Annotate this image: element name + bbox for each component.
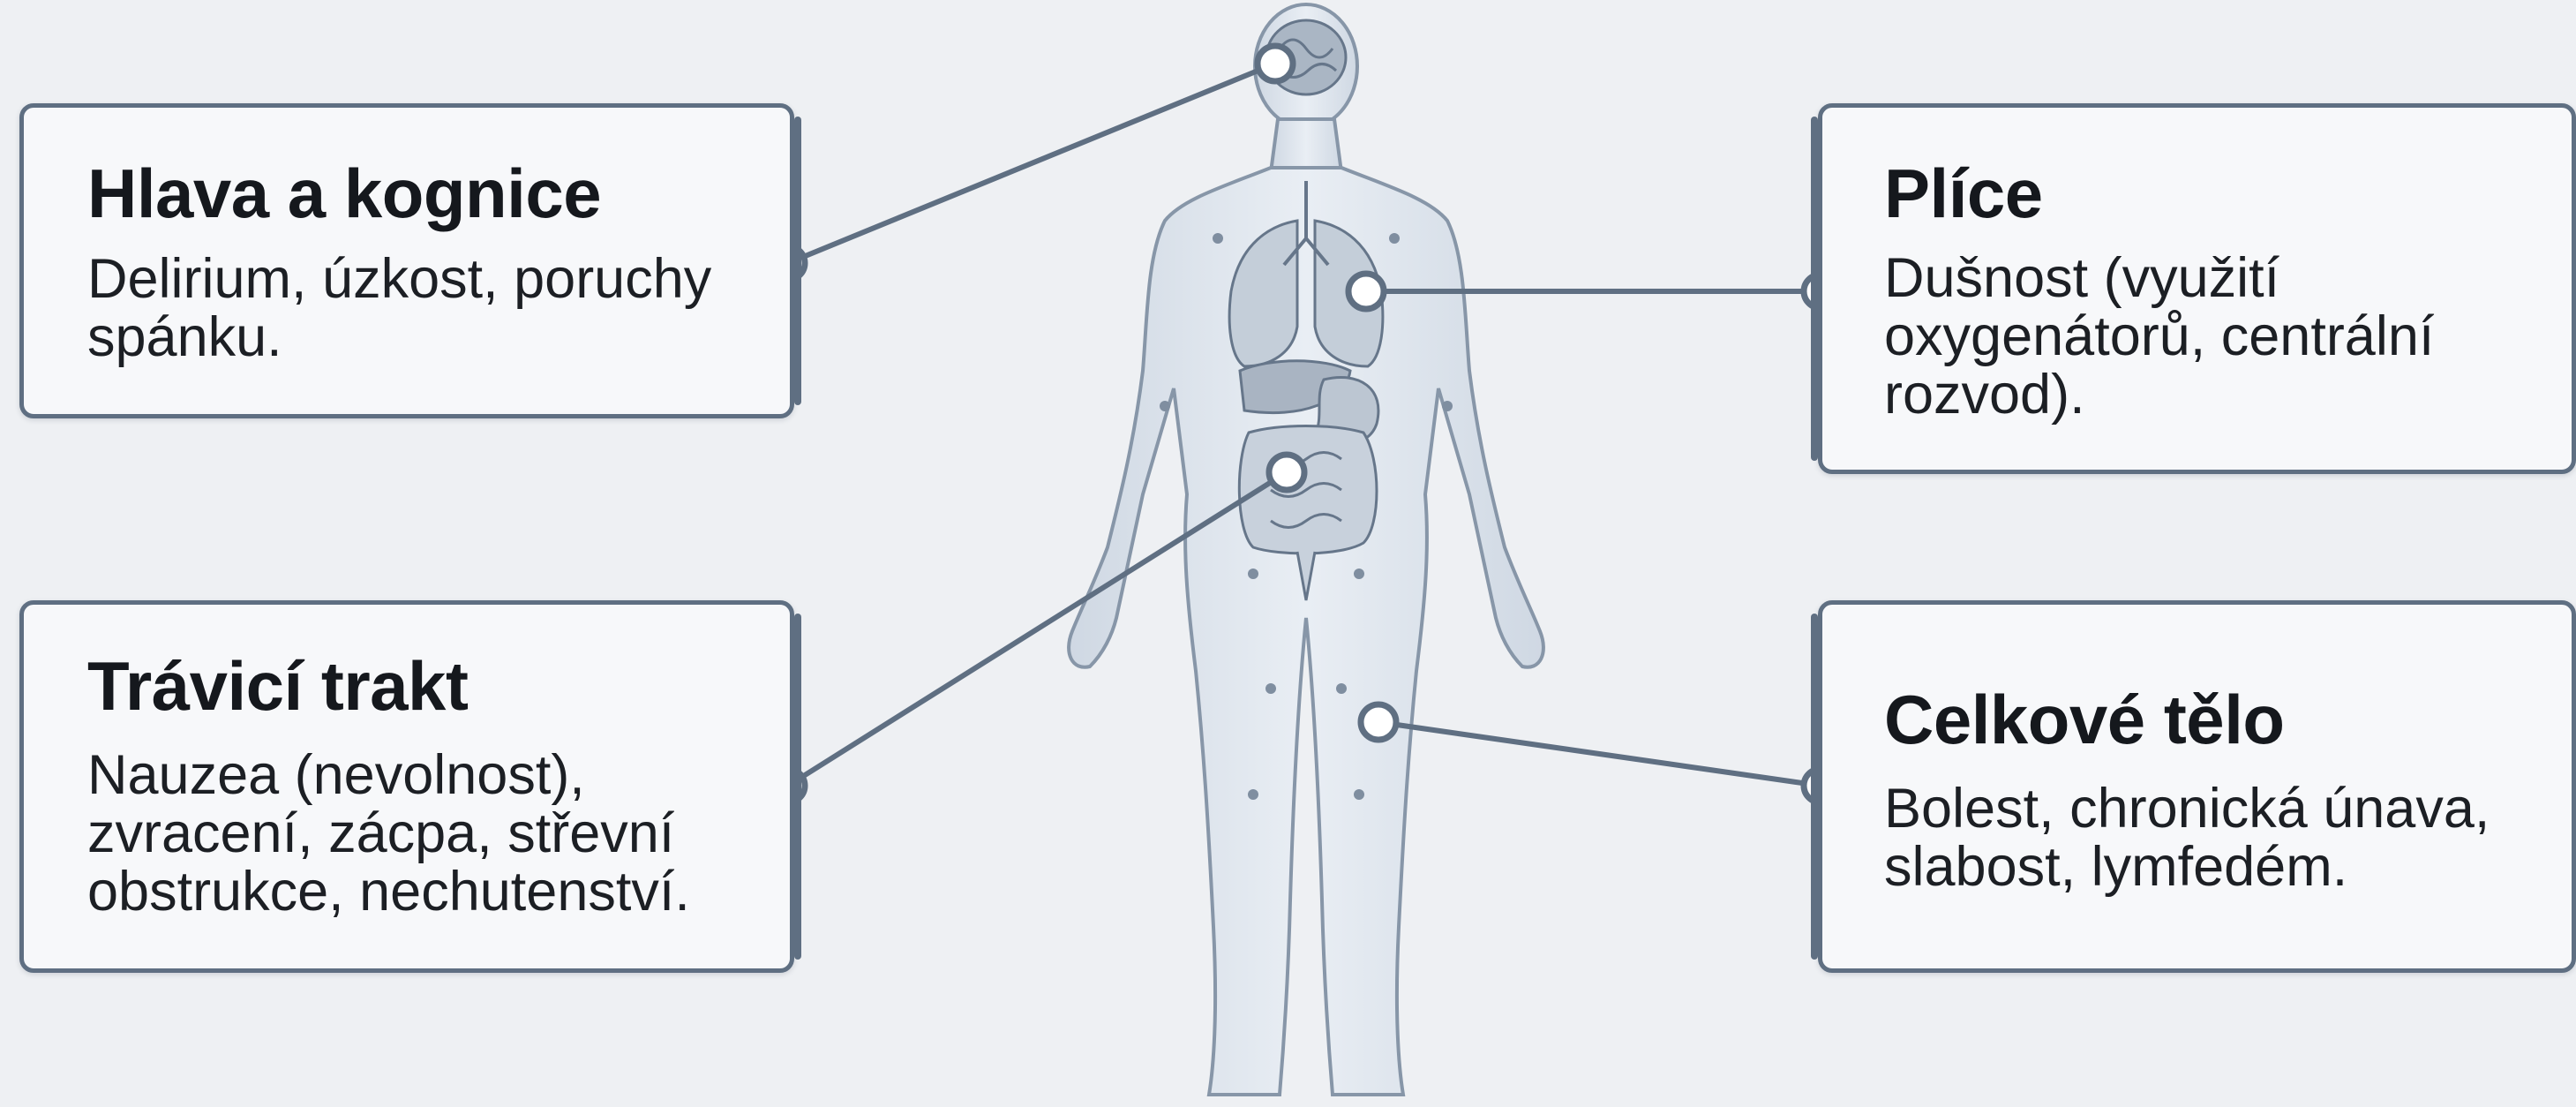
callout-body-title: Celkové tělo <box>1884 682 2285 758</box>
callout-gi-title: Trávicí trakt <box>87 649 468 725</box>
dot-head-organ <box>1258 46 1293 81</box>
dot-gi-organ <box>1269 455 1304 490</box>
callout-digestive-tract: Trávicí trakt Nauzea (nevolnost), zvrace… <box>19 600 794 973</box>
callout-body-text: Bolest, chronická únava, slabost, lymfed… <box>1884 779 2572 896</box>
callout-lungs-title: Plíce <box>1884 156 2043 232</box>
connector-body <box>1378 722 1821 786</box>
callout-head-text: Delirium, úzkost, poruchy spánku. <box>87 250 776 366</box>
callout-gi-text: Nauzea (nevolnost), zvracení, zácpa, stř… <box>87 746 785 921</box>
callout-whole-body: Celkové tělo Bolest, chronická únava, sl… <box>1818 600 2576 973</box>
callout-head-title: Hlava a kognice <box>87 156 601 232</box>
callout-head-cognition: Hlava a kognice Delirium, úzkost, poruch… <box>19 103 794 418</box>
dot-lungs-organ <box>1348 274 1384 309</box>
dot-body-organ <box>1361 704 1396 740</box>
callout-lungs: Plíce Dušnost (využití oxygenátorů, cent… <box>1818 103 2576 474</box>
callout-lungs-text: Dušnost (využití oxygenátorů, centrální … <box>1884 249 2555 424</box>
